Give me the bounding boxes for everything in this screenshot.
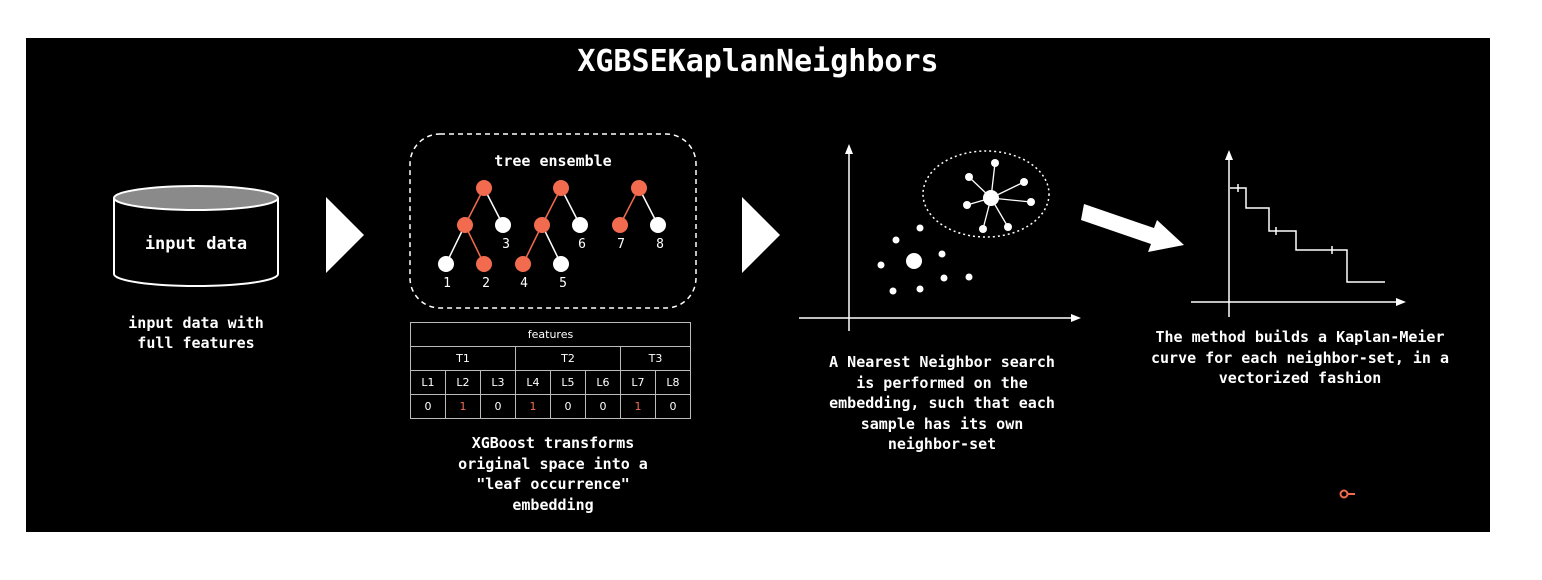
diagram-art: input data tree ensemble [113,133,1406,499]
leaf-value: 0 [585,394,621,419]
leaf-number: 4 [520,276,528,291]
diagram-title: XGBSEKaplanNeighbors [577,44,939,79]
survival-curve [1230,187,1385,283]
leaf-number: 6 [578,237,586,252]
tree-3 [612,180,666,233]
leaf-number: 2 [482,276,490,291]
input-caption: input data with full features [128,314,264,352]
key-icon [1339,489,1355,499]
leaf-occurrence-table: features T1 T2 T3 L1 L2 L3 L4 L5 L6 L7 L… [410,322,691,419]
leaf-value-active: 1 [515,394,551,419]
arrow-diagonal-icon [1081,204,1184,252]
tree-header: T3 [620,346,691,371]
leaf-header: L5 [550,370,586,395]
tree-header: T2 [515,346,621,371]
diagram-panel: XGBSEKaplanNeighbors input data tree ens… [26,38,1490,532]
leaf-number: 1 [443,276,451,291]
arrow-right-icon [326,197,364,273]
neighbor-set-outline [922,150,1050,238]
leaf-value-active: 1 [620,394,656,419]
table-header: features [410,322,691,347]
tree-ensemble-box [409,133,697,309]
leaf-value: 0 [550,394,586,419]
leaf-number: 5 [559,276,567,291]
nearest-neighbor-caption: A Nearest Neighbor search is performed o… [829,353,1055,453]
leaf-header: L8 [655,370,691,395]
leaf-header: L6 [585,370,621,395]
leaf-number: 3 [502,237,510,252]
tree-header: T1 [410,346,516,371]
leaf-header: L1 [410,370,446,395]
leaf-header: L3 [480,370,516,395]
arrow-right-icon [742,197,780,273]
leaf-value: 0 [655,394,691,419]
leaf-number: 8 [656,237,664,252]
kaplan-meier-plot [1191,150,1406,317]
cylinder-label: input data [145,234,247,254]
tree-1 [438,180,511,272]
neighbor-plot [799,144,1081,331]
tree-2 [515,180,588,272]
leaf-value: 0 [410,394,446,419]
leaf-header: L4 [515,370,551,395]
leaf-header: L2 [445,370,481,395]
input-data-cylinder-icon [113,185,279,287]
tree-ensemble-label: tree ensemble [494,152,611,170]
xgboost-caption: XGBoost transforms original space into a… [458,434,648,514]
leaf-value-active: 1 [445,394,481,419]
leaf-value: 0 [480,394,516,419]
leaf-number: 7 [617,237,625,252]
kaplan-meier-caption: The method builds a Kaplan-Meier curve f… [1150,328,1449,387]
leaf-header: L7 [620,370,656,395]
